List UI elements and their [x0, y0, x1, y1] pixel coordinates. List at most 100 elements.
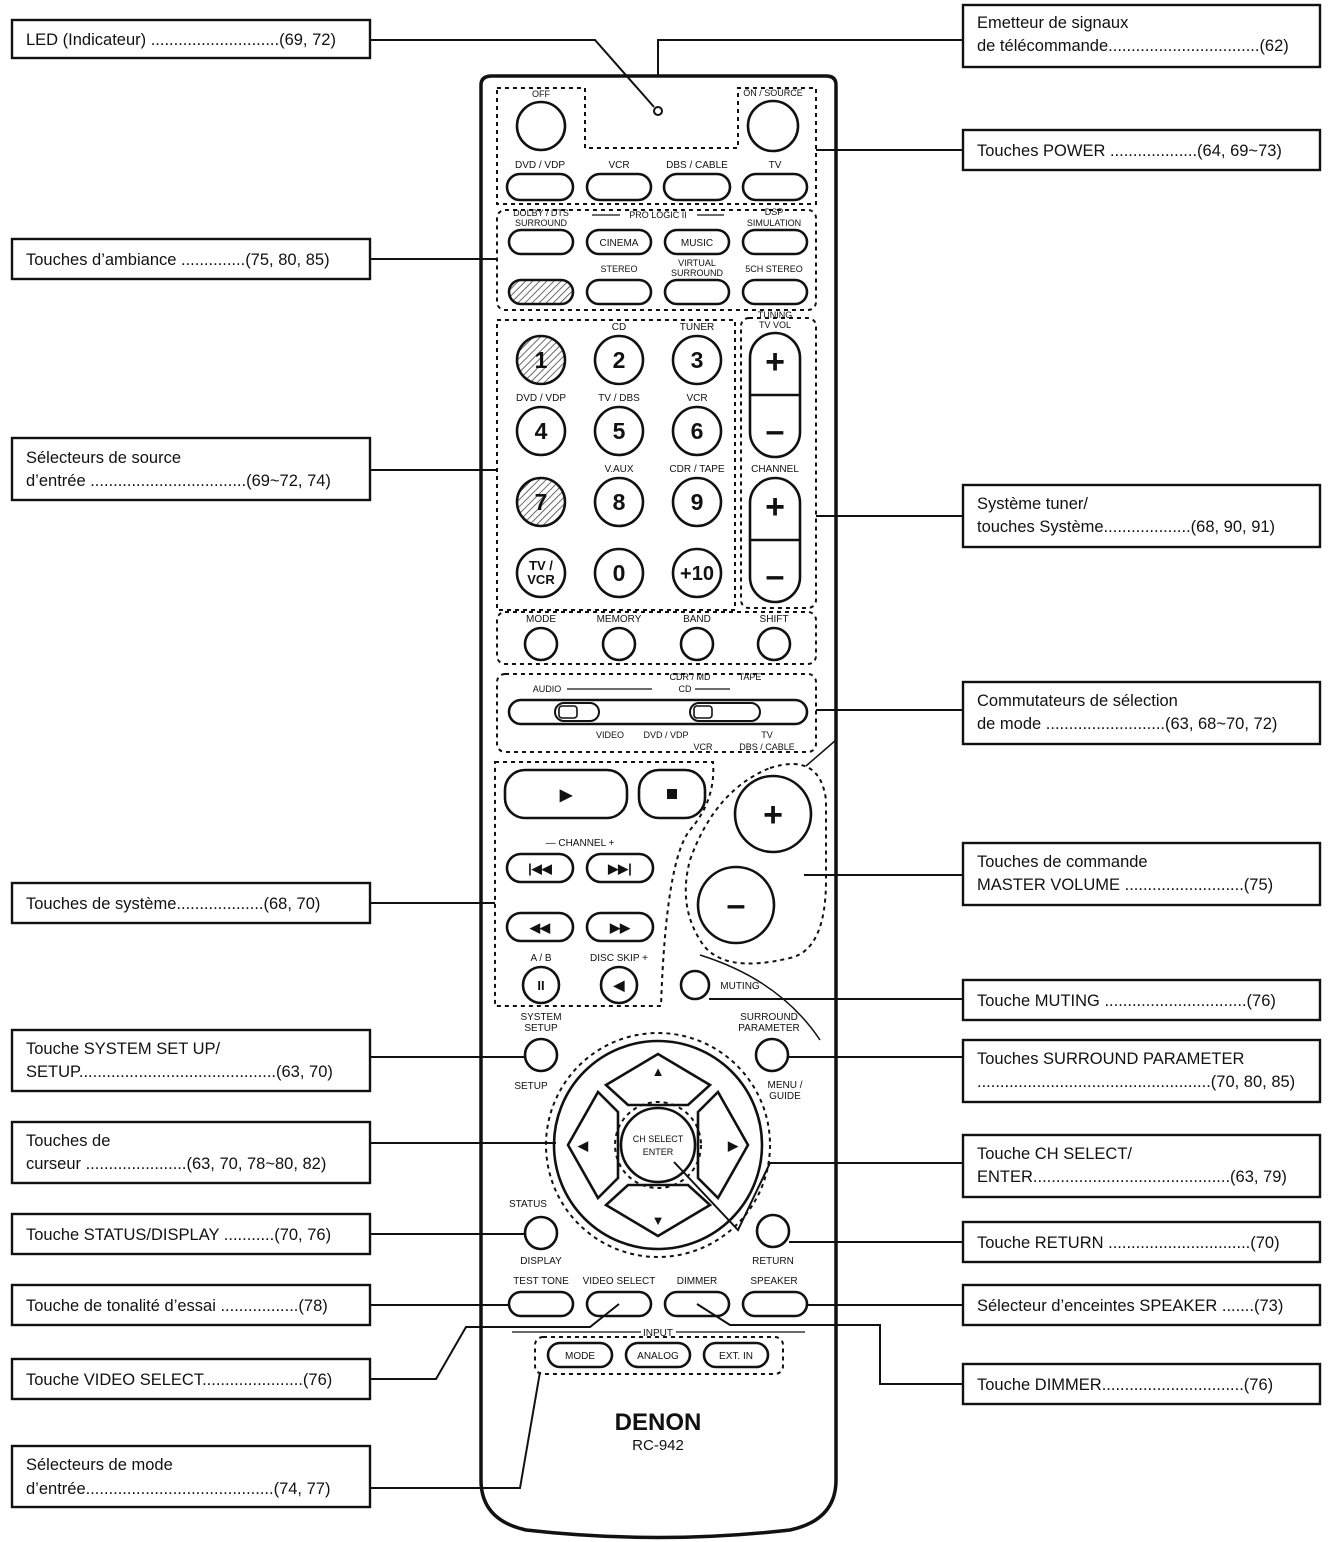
callout-surparam-1: Touches SURROUND PARAMETER	[977, 1050, 1245, 1068]
key-tvvcr[interactable]	[515, 547, 567, 599]
key-6[interactable]	[671, 405, 723, 457]
play-button[interactable]	[503, 768, 629, 820]
chselect-text: CH SELECT	[633, 1134, 684, 1144]
shift-button[interactable]	[756, 626, 792, 662]
cdrmd-label: CDR / MD	[670, 672, 711, 682]
key-7[interactable]	[515, 476, 567, 528]
power-dvd-button[interactable]	[505, 172, 575, 202]
video-slide-knob	[693, 705, 713, 719]
tvvol-plus-icon[interactable]: +	[765, 343, 785, 381]
setup-button[interactable]	[523, 1037, 559, 1073]
tuner-label: TUNER	[680, 322, 714, 333]
ch-select-enter-button[interactable]	[619, 1106, 697, 1184]
cursor-up-button[interactable]	[603, 1052, 713, 1107]
key-9-text: 9	[691, 489, 704, 515]
callout-tuner-box	[961, 483, 1322, 549]
in-analog-text: ANALOG	[637, 1351, 679, 1362]
blank-surround-button[interactable]	[507, 278, 575, 306]
input-extin-button[interactable]	[702, 1341, 770, 1369]
rewind-icon: ◀◀	[529, 920, 551, 935]
return-button[interactable]	[755, 1213, 791, 1249]
surround-parameter-button[interactable]	[754, 1037, 790, 1073]
ffwd-button[interactable]	[585, 911, 655, 943]
volume-down-button[interactable]	[696, 865, 776, 945]
menu-label: MENU /	[768, 1080, 803, 1091]
input-label: INPUT	[643, 1328, 673, 1339]
mode-button[interactable]	[523, 626, 559, 662]
stereo-button[interactable]	[585, 278, 653, 306]
key-8[interactable]	[593, 476, 645, 528]
callout-source-2: d’entrée ...............................…	[26, 472, 331, 490]
callout-led-box	[10, 18, 372, 60]
key-1-text: 1	[535, 347, 548, 373]
power-dbs-button[interactable]	[662, 172, 732, 202]
discskip-button[interactable]	[599, 965, 639, 1005]
dimmer-label: DIMMER	[677, 1276, 718, 1287]
channel-minus-icon[interactable]: –	[766, 557, 785, 595]
speaker-button[interactable]	[741, 1290, 809, 1318]
callout-testtone: Touche de tonalité d’essai .............…	[26, 1297, 328, 1315]
volume-minus-icon: –	[727, 886, 746, 924]
band-button[interactable]	[679, 626, 715, 662]
cursor-right-button[interactable]	[696, 1089, 750, 1201]
muting-label: MUTING	[720, 981, 760, 992]
key-0[interactable]	[593, 547, 645, 599]
prev-icon: |◀◀	[528, 861, 553, 876]
next-button[interactable]	[585, 852, 655, 884]
key-4[interactable]	[515, 405, 567, 457]
callout-tuner-1: Système tuner/	[977, 495, 1088, 513]
music-button[interactable]	[663, 228, 731, 256]
audio-slide-knob	[558, 705, 578, 719]
callout-setup-1: Touche SYSTEM SET UP/	[26, 1040, 221, 1058]
dolby-button[interactable]	[507, 228, 575, 256]
input-mode-button[interactable]	[546, 1341, 614, 1369]
tvvol-minus-icon[interactable]: –	[766, 412, 785, 450]
dsp-label: DSP	[765, 207, 784, 217]
channel-label: CHANNEL	[751, 464, 799, 475]
virtual-button[interactable]	[663, 278, 731, 306]
cursor-down-button[interactable]	[603, 1183, 713, 1238]
callout-cursor-2: curseur ......................(63, 70, 7…	[26, 1155, 326, 1173]
surround-param-label1: SURROUND	[740, 1012, 798, 1023]
key-9[interactable]	[671, 476, 723, 528]
return-label: RETURN	[752, 1256, 794, 1267]
power-vcr-button[interactable]	[585, 172, 653, 202]
virtual-label: VIRTUAL	[678, 258, 716, 268]
ab-label: A / B	[530, 953, 551, 964]
prev-button[interactable]	[505, 852, 575, 884]
callout-speaker-box	[961, 1283, 1322, 1327]
test-tone-button[interactable]	[507, 1290, 575, 1318]
mode-label: MODE	[526, 614, 556, 625]
volume-arc-line	[699, 954, 821, 1041]
testtone-label: TEST TONE	[513, 1276, 569, 1287]
key-2-text: 2	[613, 347, 626, 373]
muting-button[interactable]	[679, 969, 711, 1001]
key-plus10[interactable]	[671, 547, 723, 599]
power-tv-button[interactable]	[741, 172, 809, 202]
key-2[interactable]	[593, 334, 645, 386]
speaker-label: SPEAKER	[750, 1276, 797, 1287]
key-5[interactable]	[593, 405, 645, 457]
vaux-label: V.AUX	[604, 464, 633, 475]
key-3[interactable]	[671, 334, 723, 386]
power-off-button[interactable]	[515, 100, 567, 152]
5ch-stereo-button[interactable]	[741, 278, 809, 306]
volume-up-button[interactable]	[733, 774, 813, 854]
callout-surparam-box	[961, 1038, 1322, 1104]
callout-return: Touche RETURN ..........................…	[977, 1234, 1280, 1252]
rewind-button[interactable]	[505, 911, 575, 943]
power-on-button[interactable]	[746, 99, 800, 153]
pause-button[interactable]	[521, 965, 561, 1005]
dsp-button[interactable]	[741, 228, 809, 256]
power-group-outline	[496, 87, 817, 205]
input-analog-button[interactable]	[624, 1341, 692, 1369]
callout-master-2: MASTER VOLUME ..........................…	[977, 876, 1273, 894]
memory-button[interactable]	[601, 626, 637, 662]
key-1[interactable]	[515, 334, 567, 386]
status-button[interactable]	[523, 1215, 559, 1251]
channel-plus-icon[interactable]: +	[765, 488, 785, 526]
cinema-button[interactable]	[585, 228, 653, 256]
callout-system: Touches de système...................(68…	[26, 895, 320, 913]
callout-speaker: Sélecteur d’enceintes SPEAKER .......(73…	[977, 1297, 1283, 1315]
cursor-left-button[interactable]	[566, 1089, 620, 1201]
